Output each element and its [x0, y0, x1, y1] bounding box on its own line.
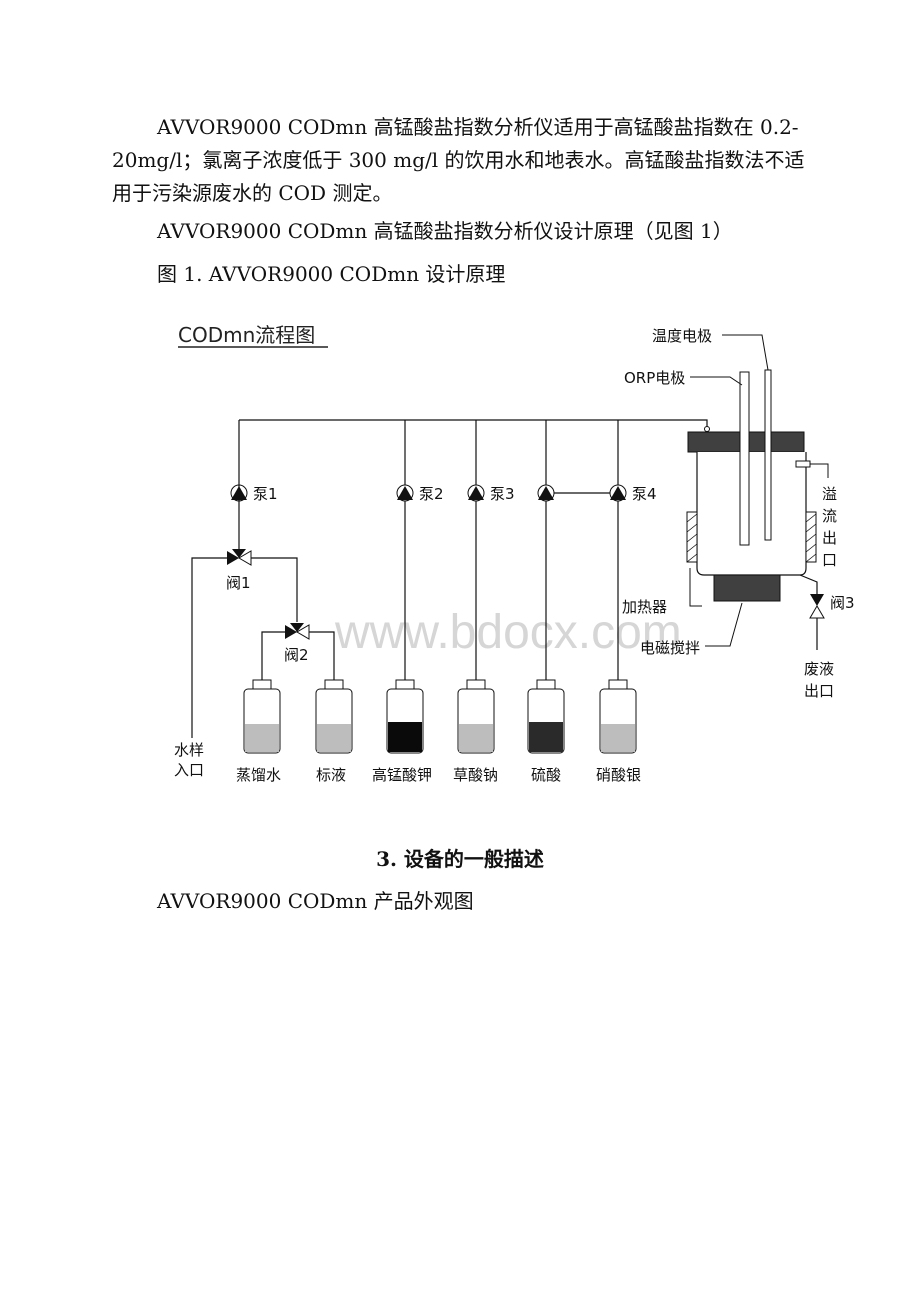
bottle-label-oxalate: 草酸钠: [453, 766, 498, 784]
pump-1-icon: [231, 486, 247, 500]
waste-label-1: 废液: [804, 660, 834, 678]
overflow-label-4: 口: [822, 551, 837, 569]
product-appearance-line: AVVOR9000 CODmn 产品外观图: [157, 889, 474, 913]
bottle-sulfuric: [527, 679, 565, 754]
codmn-flow-diagram: CODmn流程图 www.bdocx.com 泵1 阀1 水样 入口 阀2 泵2…: [174, 323, 855, 784]
inlet-label-2: 入口: [174, 761, 204, 779]
bottle-label-kmno4: 高锰酸钾: [372, 766, 432, 784]
bottle-standard: [315, 679, 353, 754]
valve-1-icon: [227, 549, 252, 566]
diagram-title: CODmn流程图: [178, 323, 315, 347]
overflow-label-3: 出: [822, 529, 837, 547]
pump-3-label: 泵3: [490, 485, 515, 503]
bottle-label-standard: 标液: [316, 766, 346, 784]
intro-paragraph: AVVOR9000 CODmn 高锰酸盐指数分析仪适用于高锰酸盐指数在 0.2-…: [112, 115, 805, 205]
pump-sulfuric-icon: [538, 486, 554, 500]
magnetic-stirrer: [713, 574, 781, 602]
pump-2-icon: [397, 486, 413, 500]
overflow-label-1: 溢: [822, 485, 837, 503]
bottle-label-sulfuric: 硫酸: [531, 766, 561, 784]
valve-2-icon: [285, 623, 310, 640]
bottle-label-distilled: 蒸馏水: [236, 766, 281, 784]
pump-3-icon: [468, 486, 484, 500]
temp-electrode: [764, 369, 772, 541]
heater-left: [686, 511, 698, 563]
header-pipe: [239, 419, 708, 432]
heater-right: [805, 511, 817, 563]
pump-4-icon: [610, 486, 626, 500]
orp-electrode-label: ORP电极: [624, 369, 685, 387]
pump-4-label: 泵4: [632, 485, 657, 503]
section-heading: 3. 设备的一般描述: [376, 847, 544, 871]
valve-2-label: 阀2: [284, 646, 309, 664]
waste-label-2: 出口: [804, 682, 834, 700]
orp-electrode: [739, 371, 750, 546]
inlet-label-1: 水样: [174, 741, 204, 759]
design-principle-line: AVVOR9000 CODmn 高锰酸盐指数分析仪设计原理（见图 1）: [157, 219, 733, 243]
valve-3-icon: [809, 594, 825, 619]
temp-electrode-label: 温度电极: [652, 327, 712, 345]
bottle-silver-nitrate: [599, 679, 637, 754]
heater-label: 加热器: [622, 598, 667, 616]
overflow-label-2: 流: [822, 507, 837, 525]
figure-caption: 图 1. AVVOR9000 CODmn 设计原理: [157, 262, 506, 286]
reactor-vessel: [687, 431, 807, 576]
bottle-label-silver: 硝酸银: [596, 766, 641, 784]
valve-3-label: 阀3: [830, 594, 855, 612]
stirrer-label: 电磁搅拌: [640, 639, 700, 657]
pump-1-label: 泵1: [253, 485, 278, 503]
pump-2-label: 泵2: [419, 485, 444, 503]
watermark: www.bdocx.com: [334, 606, 682, 659]
bottle-kmno4: [386, 679, 424, 754]
valve-1-label: 阀1: [226, 574, 251, 592]
bottle-oxalate: [457, 679, 495, 754]
bottle-distilled-water: [243, 679, 281, 754]
